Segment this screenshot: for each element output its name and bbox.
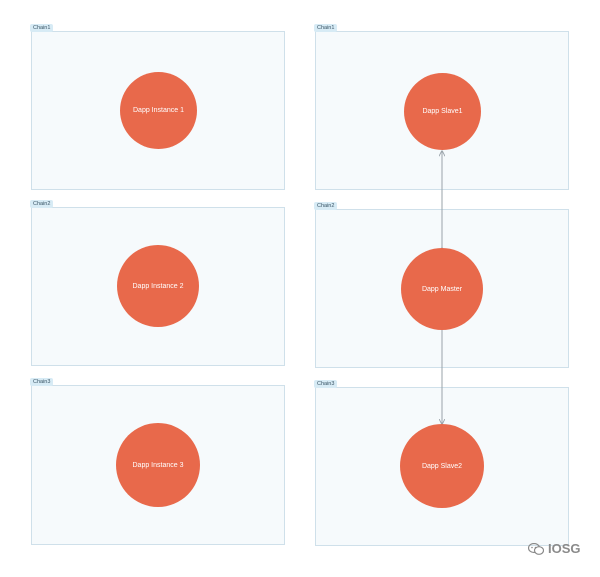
watermark-text: IOSG	[548, 541, 581, 556]
dapp-instance-1-node: Dapp Instance 1	[120, 72, 197, 149]
wechat-icon	[527, 542, 545, 555]
dapp-instance-3-node: Dapp Instance 3	[116, 423, 200, 507]
chain-tag: Chain3	[314, 380, 338, 388]
dapp-instance-2-node: Dapp Instance 2	[117, 245, 199, 327]
chain-tag: Chain3	[30, 378, 54, 386]
dapp-master-node: Dapp Master	[401, 248, 483, 330]
chain-tag: Chain1	[30, 24, 54, 32]
watermark: IOSG	[527, 541, 581, 556]
dapp-slave1-node: Dapp Slave1	[404, 73, 481, 150]
chain-tag: Chain1	[314, 24, 338, 32]
chain-tag: Chain2	[314, 202, 338, 210]
chain-tag: Chain2	[30, 200, 54, 208]
dapp-slave2-node: Dapp Slave2	[400, 424, 484, 508]
